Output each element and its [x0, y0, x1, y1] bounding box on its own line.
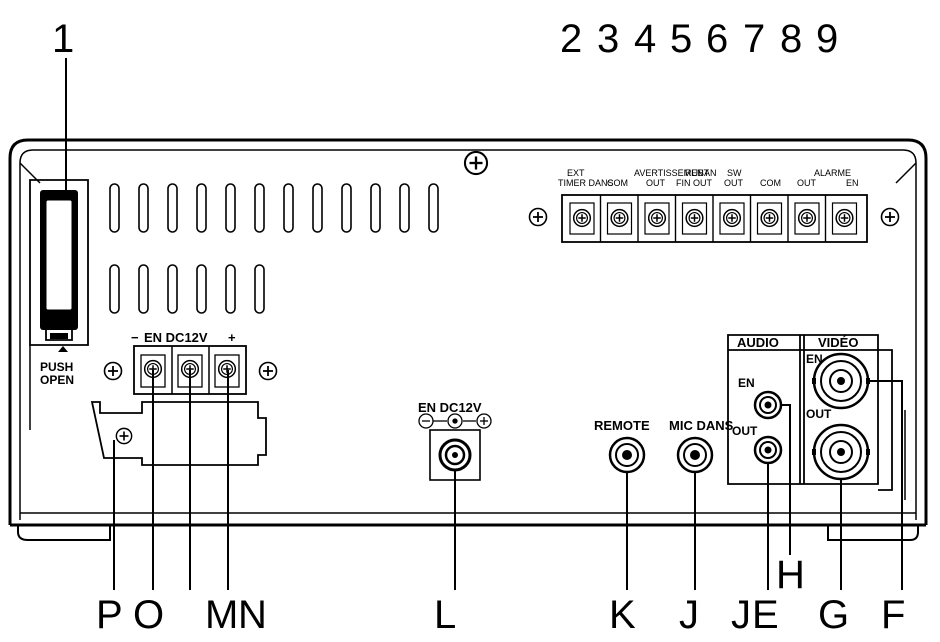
vent-slot — [109, 183, 120, 233]
chassis — [8, 138, 928, 541]
remote-jack[interactable] — [608, 436, 646, 474]
vent-slot — [254, 183, 265, 233]
callout-letters: P O M N L K J J E G F H — [96, 553, 905, 637]
label-ruban: RUBAN — [685, 168, 717, 178]
vent-slot — [312, 183, 323, 233]
callout-m: M — [205, 593, 238, 637]
vent-slot — [225, 264, 236, 314]
vent-slot — [341, 183, 352, 233]
vent-slot — [399, 183, 410, 233]
power-block-screw-left-icon — [103, 361, 123, 381]
push-label: PUSH — [40, 360, 73, 374]
power-input-label: EN DC12V — [144, 330, 208, 345]
video-en-label: EN — [806, 352, 823, 366]
callout-p: P — [96, 593, 123, 637]
callout-6: 6 — [706, 17, 728, 61]
audio-out-label: OUT — [732, 424, 758, 438]
callout-je-e: E — [752, 593, 779, 637]
terminal-strip-screw-right-icon — [880, 207, 900, 227]
audio-in-jack[interactable] — [753, 390, 783, 420]
terminal-screw-4-icon[interactable] — [647, 208, 667, 228]
terminal-screw-7-icon[interactable] — [760, 208, 779, 228]
vent-slot — [370, 183, 381, 233]
callout-8: 8 — [780, 17, 802, 61]
vent-slot — [225, 183, 236, 233]
label-sw: SW — [727, 168, 742, 178]
power-minus-label: − — [131, 330, 139, 345]
callout-5: 5 — [670, 17, 692, 61]
vent-slot — [109, 264, 120, 314]
callout-3: 3 — [597, 17, 619, 61]
vent-slot — [138, 264, 149, 314]
remote-label: REMOTE — [594, 418, 650, 433]
vent-slot — [196, 183, 207, 233]
callout-7: 7 — [743, 17, 765, 61]
callout-je-j: J — [731, 593, 751, 637]
vent-slot — [283, 183, 294, 233]
vent-slot — [167, 183, 178, 233]
label-out-1: OUT — [646, 178, 666, 188]
label-com-1: COM — [607, 178, 628, 188]
vent-slot — [138, 183, 149, 233]
push-open-compartment[interactable] — [29, 179, 89, 430]
terminal-screw-3-icon[interactable] — [610, 208, 629, 228]
leader-lines — [65, 58, 903, 590]
video-out-bnc-jack[interactable] — [812, 423, 870, 481]
callout-l: L — [434, 593, 456, 637]
video-out-label: OUT — [806, 407, 832, 421]
callout-j: J — [679, 593, 699, 637]
mic-dans-label: MIC DANS — [669, 418, 734, 433]
power-block-screw-right-icon — [258, 361, 278, 381]
label-timer-dans: TIMER DANS — [558, 178, 614, 188]
audio-video-panel — [727, 334, 893, 491]
callout-9: 9 — [816, 17, 838, 61]
cable-cover-plate — [90, 401, 267, 466]
callout-4: 4 — [634, 17, 656, 61]
callout-2: 2 — [560, 17, 582, 61]
audio-header: AUDIO — [737, 335, 779, 350]
label-ext: EXT — [567, 168, 585, 178]
ventilation-slots — [109, 183, 439, 314]
mic-jack[interactable] — [676, 436, 714, 474]
callout-n: N — [238, 593, 267, 637]
video-header: VIDÉO — [818, 335, 858, 350]
vent-slot — [254, 264, 265, 314]
label-alarme-en: EN — [846, 178, 859, 188]
cover-plate-screw-icon — [115, 427, 133, 445]
dc-polarity-icon — [418, 413, 492, 429]
callout-f: F — [881, 593, 905, 637]
vent-slot — [196, 264, 207, 314]
top-screw-icon — [463, 150, 489, 176]
terminal-screw-2-icon[interactable] — [572, 208, 592, 228]
terminal-strip-screw-left-icon — [528, 207, 548, 227]
callout-h: H — [776, 553, 805, 597]
label-alarme-out: OUT — [797, 178, 817, 188]
terminal-screw-5-icon[interactable] — [685, 208, 704, 228]
audio-out-jack[interactable] — [753, 435, 783, 465]
power-plus-label: + — [228, 330, 236, 345]
terminal-strip — [528, 194, 900, 243]
label-com-2: COM — [760, 178, 781, 188]
callout-k: K — [609, 593, 636, 637]
callout-numbers: 1 2 3 4 5 6 7 8 9 — [52, 17, 838, 61]
terminal-labels: EXT TIMER DANS COM AVERTISSEMENT OUT RUB… — [558, 168, 859, 188]
label-out-2: OUT — [724, 178, 744, 188]
callout-o: O — [133, 593, 164, 637]
audio-en-label: EN — [738, 376, 755, 390]
open-label: OPEN — [40, 373, 74, 387]
label-alarme: ALARME — [814, 168, 851, 178]
terminal-screw-9-icon[interactable] — [835, 208, 854, 228]
terminal-screw-6-icon[interactable] — [722, 208, 742, 228]
label-avertissement: AVERTISSEMENT — [634, 168, 710, 178]
label-fin-out: FIN OUT — [676, 178, 712, 188]
vent-slot — [428, 183, 439, 233]
terminal-screw-8-icon[interactable] — [797, 208, 817, 228]
callout-g: G — [818, 593, 849, 637]
callout-1: 1 — [52, 17, 74, 61]
vent-slot — [167, 264, 178, 314]
video-in-bnc-jack[interactable] — [812, 352, 870, 410]
dc-input-label: EN DC12V — [418, 400, 482, 415]
